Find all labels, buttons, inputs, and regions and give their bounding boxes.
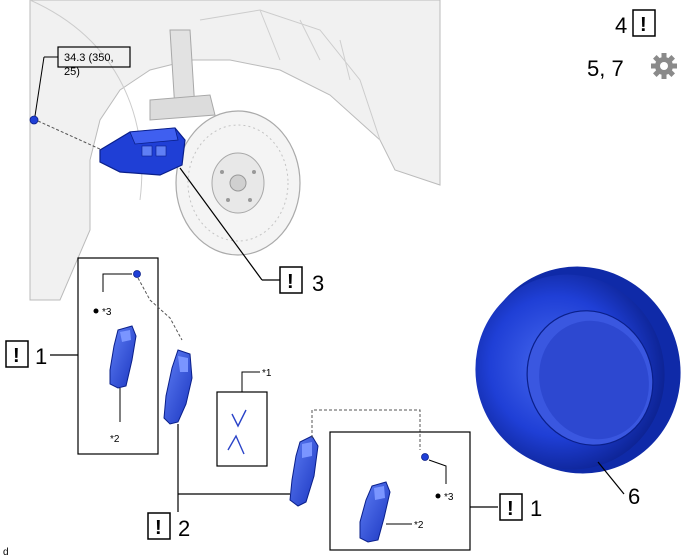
- bolt-dash-line: [37, 120, 103, 151]
- detail-box-right: [329, 431, 471, 551]
- svg-text:!: !: [13, 345, 20, 367]
- caution-icon[interactable]: !: [147, 512, 171, 540]
- brake-pad-outer-right[interactable]: [359, 481, 391, 543]
- detail-box-left: [77, 257, 159, 455]
- svg-text:!: !: [287, 271, 294, 293]
- svg-text:!: !: [155, 517, 162, 539]
- pad-clip-right[interactable]: [421, 453, 429, 461]
- corner-letter: d: [3, 547, 9, 558]
- caution-icon[interactable]: !: [5, 340, 29, 368]
- brake-pad-outer[interactable]: [163, 349, 193, 425]
- note-star2-left: *2: [110, 434, 120, 445]
- callout-step-4: 4: [615, 13, 627, 38]
- callout-step-2: 2: [178, 516, 190, 541]
- callout-step-5-7: 5, 7: [587, 56, 624, 81]
- caution-icon[interactable]: !: [279, 266, 303, 294]
- ghost-brake-disc: [175, 110, 301, 256]
- caliper-bolt[interactable]: [29, 115, 39, 125]
- anti-squeal-spring-lower[interactable]: [227, 434, 245, 455]
- callout-step-6: 6: [628, 484, 640, 509]
- tire[interactable]: [446, 236, 688, 504]
- ghost-suspension: [149, 29, 216, 121]
- torque-value-line1: 34.3 (350,: [64, 52, 114, 64]
- brake-pad-inner-left[interactable]: [109, 325, 137, 389]
- gear-icon[interactable]: [651, 53, 677, 79]
- torque-value-line2: 25): [64, 66, 80, 78]
- note-star1: *1: [262, 368, 272, 379]
- note-star3-right: *3: [444, 492, 454, 503]
- svg-text:!: !: [640, 14, 647, 36]
- brake-pad-inner-right[interactable]: [289, 435, 319, 507]
- note-star3-left: *3: [102, 307, 112, 318]
- callout-step-1-right: 1: [530, 496, 542, 521]
- callout-step-1-left: 1: [35, 344, 47, 369]
- svg-text:!: !: [507, 498, 514, 520]
- callout-step-3: 3: [312, 271, 324, 296]
- caution-icon[interactable]: !: [499, 493, 523, 521]
- clip-box: [216, 391, 268, 467]
- note-star2-right: *2: [414, 520, 424, 531]
- caution-icon[interactable]: !: [632, 9, 656, 37]
- brake-caliper[interactable]: [99, 127, 186, 176]
- anti-squeal-spring-upper[interactable]: [231, 409, 247, 428]
- pad-clip-left[interactable]: [133, 270, 141, 278]
